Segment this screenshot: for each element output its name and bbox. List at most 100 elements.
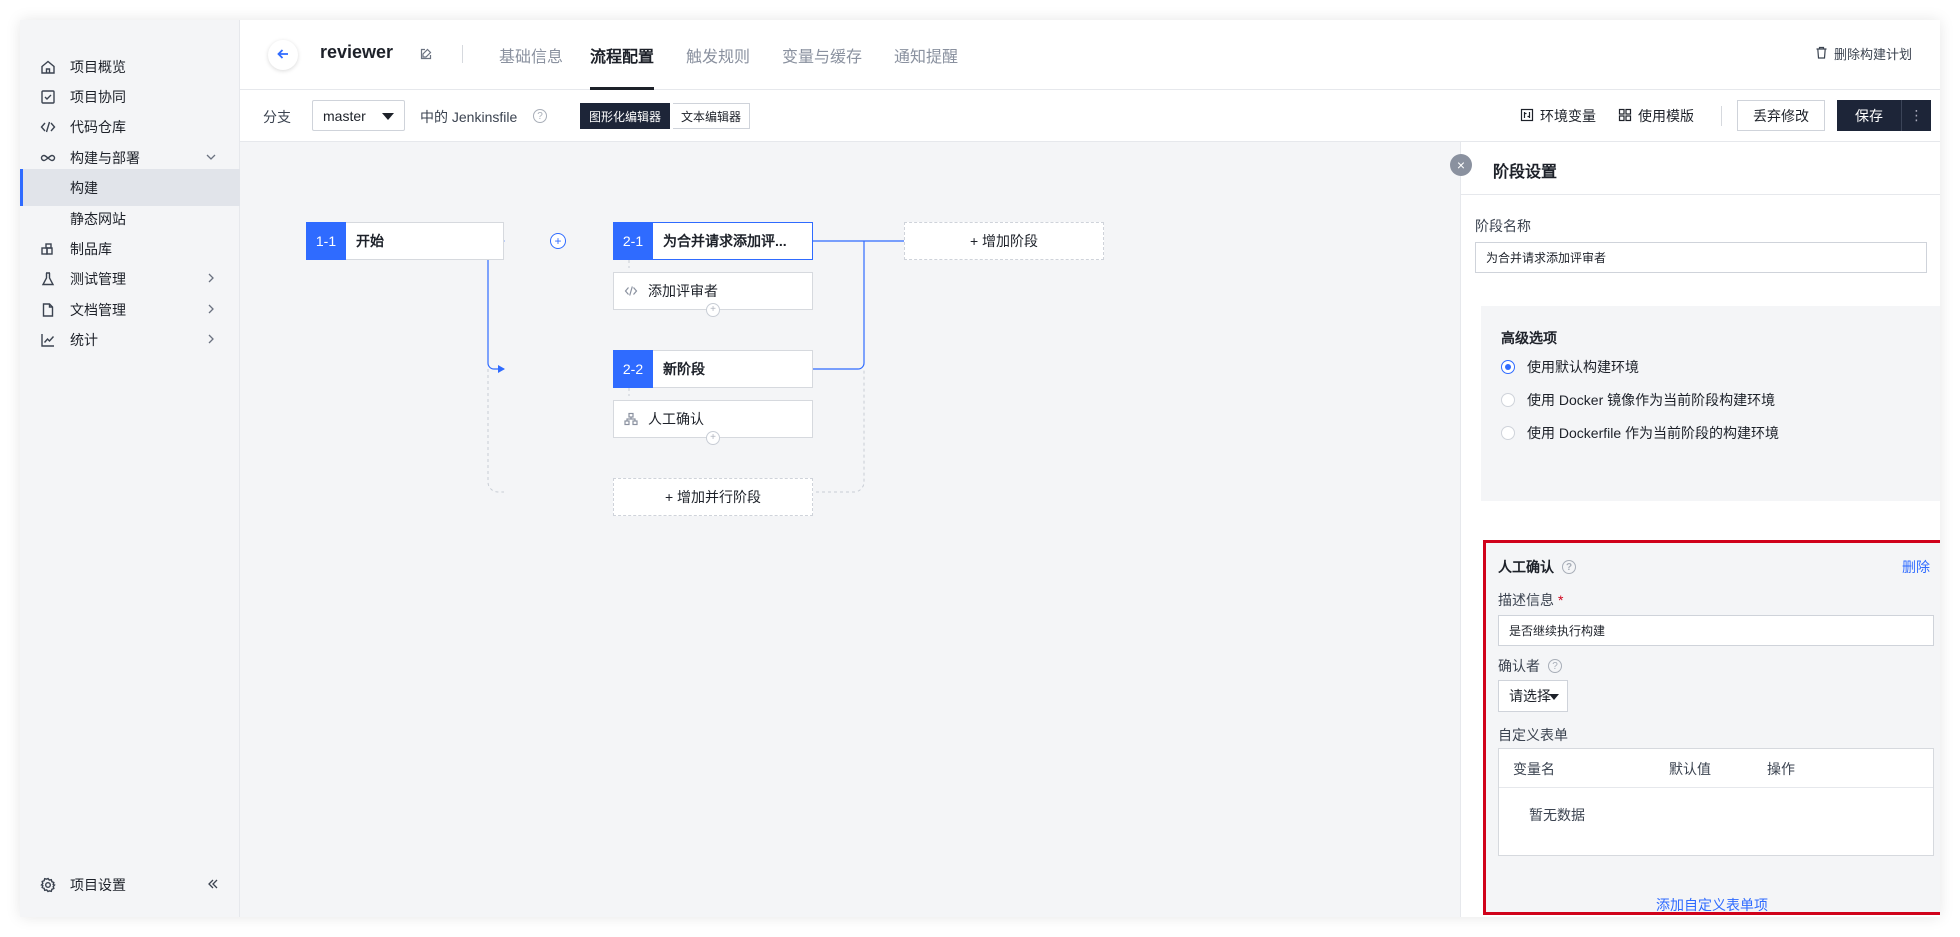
stage-number: 2-2 bbox=[613, 350, 653, 388]
use-template-label: 使用模版 bbox=[1638, 108, 1694, 124]
column-header-default: 默认值 bbox=[1669, 761, 1711, 777]
stage-settings-panel: × 阶段设置 阶段名称 为合并请求添加评审者 高级选项 使用默认构建环境 使用 … bbox=[1450, 142, 1940, 917]
page-header: reviewer 基础信息 流程配置 触发规则 变量与缓存 通知提醒 删除构建计… bbox=[240, 20, 1940, 90]
add-stage-button[interactable]: + 增加阶段 bbox=[904, 222, 1104, 260]
confirmer-select[interactable]: 请选择 bbox=[1498, 680, 1568, 712]
step-name: 添加评审者 bbox=[648, 283, 718, 299]
editor-toolbar: 分支 master 中的 Jenkinsfile ? 图形化编辑器 文本编辑器 … bbox=[240, 90, 1940, 142]
radio-docker-image[interactable]: 使用 Docker 镜像作为当前阶段构建环境 bbox=[1501, 390, 1775, 410]
description-label: 描述信息* bbox=[1498, 590, 1563, 610]
delete-plan-button[interactable]: 删除构建计划 bbox=[1815, 44, 1912, 63]
env-vars-label: 环境变量 bbox=[1540, 108, 1596, 124]
chart-icon bbox=[40, 332, 56, 348]
text-editor-toggle[interactable]: 文本编辑器 bbox=[673, 103, 751, 129]
pipeline-canvas: 1-1 开始 + 2-1 为合并请求添加评... 添加评审者 + 2-2 新阶段… bbox=[240, 142, 1460, 917]
use-template-button[interactable]: 使用模版 bbox=[1618, 106, 1694, 126]
radio-dockerfile[interactable]: 使用 Dockerfile 作为当前阶段的构建环境 bbox=[1501, 423, 1779, 443]
jenkinsfile-label: 中的 Jenkinsfile bbox=[420, 109, 518, 125]
caret-down-icon bbox=[382, 113, 394, 120]
tab-notifications[interactable]: 通知提醒 bbox=[894, 49, 959, 66]
toolbar-divider bbox=[1721, 106, 1722, 126]
more-options-icon[interactable]: ⋮ bbox=[1901, 100, 1931, 131]
column-header-var-name: 变量名 bbox=[1513, 761, 1555, 777]
radio-label: 使用 Dockerfile 作为当前阶段的构建环境 bbox=[1527, 425, 1780, 441]
tab-basic-info[interactable]: 基础信息 bbox=[499, 49, 564, 66]
stage-card-new-stage[interactable]: 2-2 新阶段 bbox=[613, 350, 813, 388]
env-vars-icon bbox=[1520, 108, 1534, 125]
help-icon[interactable]: ? bbox=[1562, 560, 1576, 574]
stage-card-start[interactable]: 1-1 开始 bbox=[306, 222, 504, 260]
panel-divider bbox=[1461, 194, 1940, 195]
sidebar-item-repo[interactable]: 代码仓库 bbox=[20, 108, 240, 145]
infinity-icon bbox=[40, 150, 56, 166]
sidebar-item-artifacts[interactable]: 制品库 bbox=[20, 230, 240, 267]
confirmer-label: 确认者? bbox=[1498, 656, 1562, 676]
active-tab-indicator bbox=[590, 87, 654, 90]
sidebar-item-collab[interactable]: 项目协同 bbox=[20, 78, 240, 115]
manual-confirm-section: 人工确认 ? 删除 描述信息* 是否继续执行构建 确认者? 请选择 自定义表单 … bbox=[1483, 540, 1940, 915]
save-button[interactable]: 保存 ⋮ bbox=[1837, 100, 1931, 131]
manual-confirm-title-text: 人工确认 bbox=[1498, 559, 1554, 575]
branch-select[interactable]: master bbox=[312, 100, 405, 131]
package-icon bbox=[40, 241, 56, 257]
empty-state-text: 暂无数据 bbox=[1529, 807, 1585, 823]
add-custom-form-item-link[interactable]: 添加自定义表单项 bbox=[1656, 897, 1768, 913]
sidebar-item-stats[interactable]: 统计 bbox=[20, 321, 240, 358]
sidebar-item-settings[interactable]: 项目设置 bbox=[20, 866, 240, 903]
collapse-sidebar-icon[interactable] bbox=[206, 877, 220, 891]
help-icon[interactable]: ? bbox=[533, 109, 547, 123]
stage-card-add-reviewer[interactable]: 2-1 为合并请求添加评... bbox=[613, 222, 813, 260]
stage-number: 1-1 bbox=[306, 222, 346, 260]
sidebar-item-docs[interactable]: 文档管理 bbox=[20, 291, 240, 328]
edit-icon[interactable] bbox=[420, 47, 432, 63]
radio-label: 使用 Docker 镜像作为当前阶段构建环境 bbox=[1527, 392, 1776, 408]
step-name: 人工确认 bbox=[648, 411, 704, 427]
radio-default-env[interactable]: 使用默认构建环境 bbox=[1501, 357, 1639, 377]
sidebar-item-testing[interactable]: 测试管理 bbox=[20, 260, 240, 297]
tab-trigger-rules[interactable]: 触发规则 bbox=[686, 49, 751, 66]
add-step-plus-icon[interactable]: + bbox=[706, 431, 720, 445]
graphic-editor-toggle[interactable]: 图形化编辑器 bbox=[580, 103, 671, 129]
sidebar-item-label: 静态网站 bbox=[70, 210, 126, 227]
document-icon bbox=[40, 302, 56, 318]
tab-pipeline-config[interactable]: 流程配置 bbox=[590, 49, 655, 66]
chevron-right-icon bbox=[204, 332, 218, 346]
back-button[interactable] bbox=[268, 40, 298, 70]
tab-vars-cache[interactable]: 变量与缓存 bbox=[782, 49, 863, 66]
description-input[interactable]: 是否继续执行构建 bbox=[1498, 615, 1934, 646]
stage-number: 2-1 bbox=[613, 222, 653, 260]
code-icon bbox=[624, 284, 638, 298]
arrow-left-icon bbox=[276, 47, 290, 64]
sidebar-item-build[interactable]: 构建 bbox=[20, 169, 240, 206]
sidebar-item-label: 构建与部署 bbox=[70, 149, 140, 166]
custom-form-table: 变量名 默认值 操作 暂无数据 bbox=[1498, 748, 1934, 856]
radio-unselected-icon bbox=[1501, 393, 1515, 407]
app-window: 项目概览 项目协同 代码仓库 构建与部署 构建 静态网站 制品库 测试管理 bbox=[20, 20, 1940, 917]
discard-button[interactable]: 丢弃修改 bbox=[1737, 100, 1825, 131]
stage-name-input[interactable]: 为合并请求添加评审者 bbox=[1475, 242, 1927, 273]
home-icon bbox=[40, 59, 56, 75]
sidebar-item-static-site[interactable]: 静态网站 bbox=[20, 200, 240, 237]
help-icon[interactable]: ? bbox=[1548, 659, 1562, 673]
save-label: 保存 bbox=[1855, 107, 1883, 124]
sidebar-item-overview[interactable]: 项目概览 bbox=[20, 48, 240, 85]
sidebar-item-label: 测试管理 bbox=[70, 270, 126, 287]
caret-down-icon bbox=[1549, 694, 1559, 700]
add-parallel-stage-button[interactable]: + 增加并行阶段 bbox=[613, 478, 813, 516]
advanced-options-title: 高级选项 bbox=[1501, 330, 1557, 346]
checkbox-icon bbox=[40, 89, 56, 105]
close-icon[interactable]: × bbox=[1450, 154, 1472, 176]
sidebar-item-build-deploy[interactable]: 构建与部署 bbox=[20, 139, 240, 176]
sidebar-item-label: 文档管理 bbox=[70, 301, 126, 318]
code-icon bbox=[40, 119, 56, 135]
custom-form-label: 自定义表单 bbox=[1498, 727, 1568, 743]
radio-label: 使用默认构建环境 bbox=[1527, 359, 1639, 375]
add-step-plus-icon[interactable]: + bbox=[706, 303, 720, 317]
table-divider bbox=[1499, 787, 1933, 788]
chevron-right-icon bbox=[204, 302, 218, 316]
delete-step-link[interactable]: 删除 bbox=[1902, 559, 1930, 575]
add-stage-plus-icon[interactable]: + bbox=[550, 233, 566, 249]
trash-icon bbox=[1815, 46, 1828, 62]
env-vars-button[interactable]: 环境变量 bbox=[1520, 106, 1596, 126]
sidebar-item-label: 统计 bbox=[70, 331, 98, 348]
